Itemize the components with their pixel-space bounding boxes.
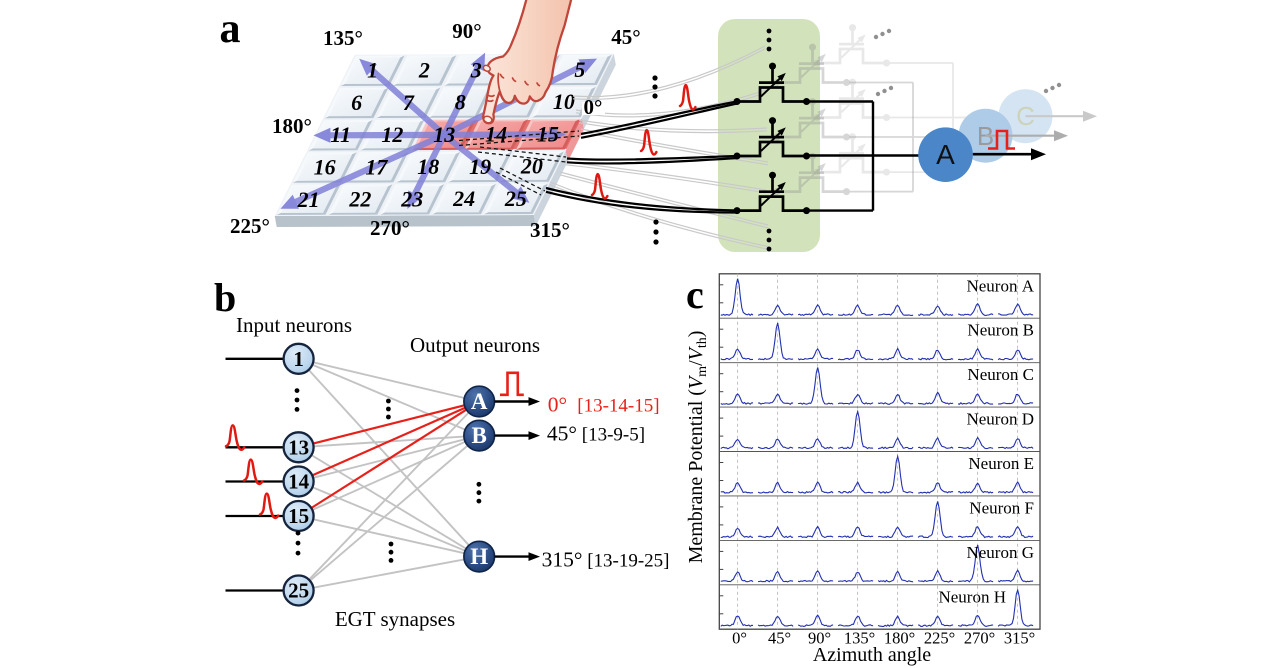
svg-text:0°: 0° bbox=[584, 95, 603, 119]
svg-text:Neuron H: Neuron H bbox=[938, 587, 1006, 606]
svg-text:21: 21 bbox=[297, 187, 320, 212]
svg-text:12: 12 bbox=[381, 122, 403, 147]
svg-text:Neuron G: Neuron G bbox=[966, 543, 1034, 562]
svg-text:270°: 270° bbox=[964, 629, 995, 648]
svg-text:5: 5 bbox=[574, 57, 585, 82]
svg-text:180°: 180° bbox=[884, 629, 915, 648]
svg-text:90°: 90° bbox=[452, 19, 481, 43]
svg-text:1: 1 bbox=[293, 347, 304, 371]
svg-text:225°: 225° bbox=[230, 214, 270, 238]
svg-text:Neuron C: Neuron C bbox=[967, 365, 1034, 384]
svg-text:B: B bbox=[472, 423, 487, 448]
svg-text:45°: 45° bbox=[611, 25, 640, 49]
svg-text:13: 13 bbox=[433, 122, 455, 147]
svg-text:a: a bbox=[220, 6, 241, 52]
svg-text:22: 22 bbox=[348, 187, 371, 212]
svg-text:0° [13-14-15]: 0° [13-14-15] bbox=[548, 392, 660, 416]
svg-text:15: 15 bbox=[288, 504, 309, 528]
svg-text:15: 15 bbox=[537, 122, 559, 147]
svg-text:25: 25 bbox=[504, 186, 527, 211]
svg-text:45° [13-9-5]: 45° [13-9-5] bbox=[547, 421, 645, 445]
svg-text:19: 19 bbox=[469, 154, 491, 179]
svg-text:c: c bbox=[686, 272, 704, 317]
svg-text:Neuron E: Neuron E bbox=[968, 454, 1034, 473]
svg-text:135°: 135° bbox=[844, 629, 875, 648]
svg-text:Output neurons: Output neurons bbox=[410, 333, 540, 357]
svg-text:24: 24 bbox=[452, 186, 475, 211]
svg-text:Neuron B: Neuron B bbox=[967, 321, 1034, 340]
svg-text:Neuron A: Neuron A bbox=[966, 276, 1034, 295]
svg-text:A: A bbox=[936, 139, 955, 170]
svg-text:17: 17 bbox=[365, 154, 388, 179]
svg-text:16: 16 bbox=[314, 155, 336, 180]
svg-text:25: 25 bbox=[288, 579, 309, 603]
svg-text:8: 8 bbox=[455, 90, 466, 115]
svg-text:225°: 225° bbox=[924, 629, 955, 648]
svg-text:13: 13 bbox=[288, 435, 309, 459]
svg-text:1: 1 bbox=[367, 58, 378, 83]
svg-text:135°: 135° bbox=[323, 26, 363, 50]
svg-text:3: 3 bbox=[470, 57, 482, 82]
svg-text:45°: 45° bbox=[768, 629, 791, 648]
svg-text:2: 2 bbox=[418, 58, 430, 83]
svg-text:14: 14 bbox=[288, 470, 310, 494]
svg-text:18: 18 bbox=[417, 154, 439, 179]
svg-text:315° [13-19-25]: 315° [13-19-25] bbox=[542, 548, 670, 572]
svg-text:11: 11 bbox=[330, 122, 351, 147]
svg-text:Neuron D: Neuron D bbox=[966, 410, 1034, 429]
svg-text:Neuron F: Neuron F bbox=[969, 498, 1034, 517]
svg-text:H: H bbox=[470, 544, 488, 569]
svg-text:Azimuth angle: Azimuth angle bbox=[813, 644, 931, 666]
svg-text:0°: 0° bbox=[732, 629, 747, 648]
svg-text:10: 10 bbox=[553, 89, 575, 114]
svg-text:EGT synapses: EGT synapses bbox=[335, 607, 455, 631]
svg-text:b: b bbox=[214, 275, 236, 320]
svg-text:20: 20 bbox=[520, 154, 543, 179]
svg-text:A: A bbox=[471, 389, 488, 414]
svg-text:Input neurons: Input neurons bbox=[236, 313, 352, 337]
svg-text:23: 23 bbox=[400, 186, 423, 211]
svg-text:270°: 270° bbox=[370, 216, 410, 240]
svg-text:Membrane Potential (Vm/Vth): Membrane Potential (Vm/Vth) bbox=[685, 331, 710, 564]
svg-text:7: 7 bbox=[403, 90, 415, 115]
svg-text:180°: 180° bbox=[272, 114, 312, 138]
svg-text:315°: 315° bbox=[1004, 629, 1035, 648]
svg-text:315°: 315° bbox=[530, 218, 570, 242]
svg-text:6: 6 bbox=[351, 90, 362, 115]
svg-text:90°: 90° bbox=[808, 629, 831, 648]
svg-text:14: 14 bbox=[485, 122, 507, 147]
